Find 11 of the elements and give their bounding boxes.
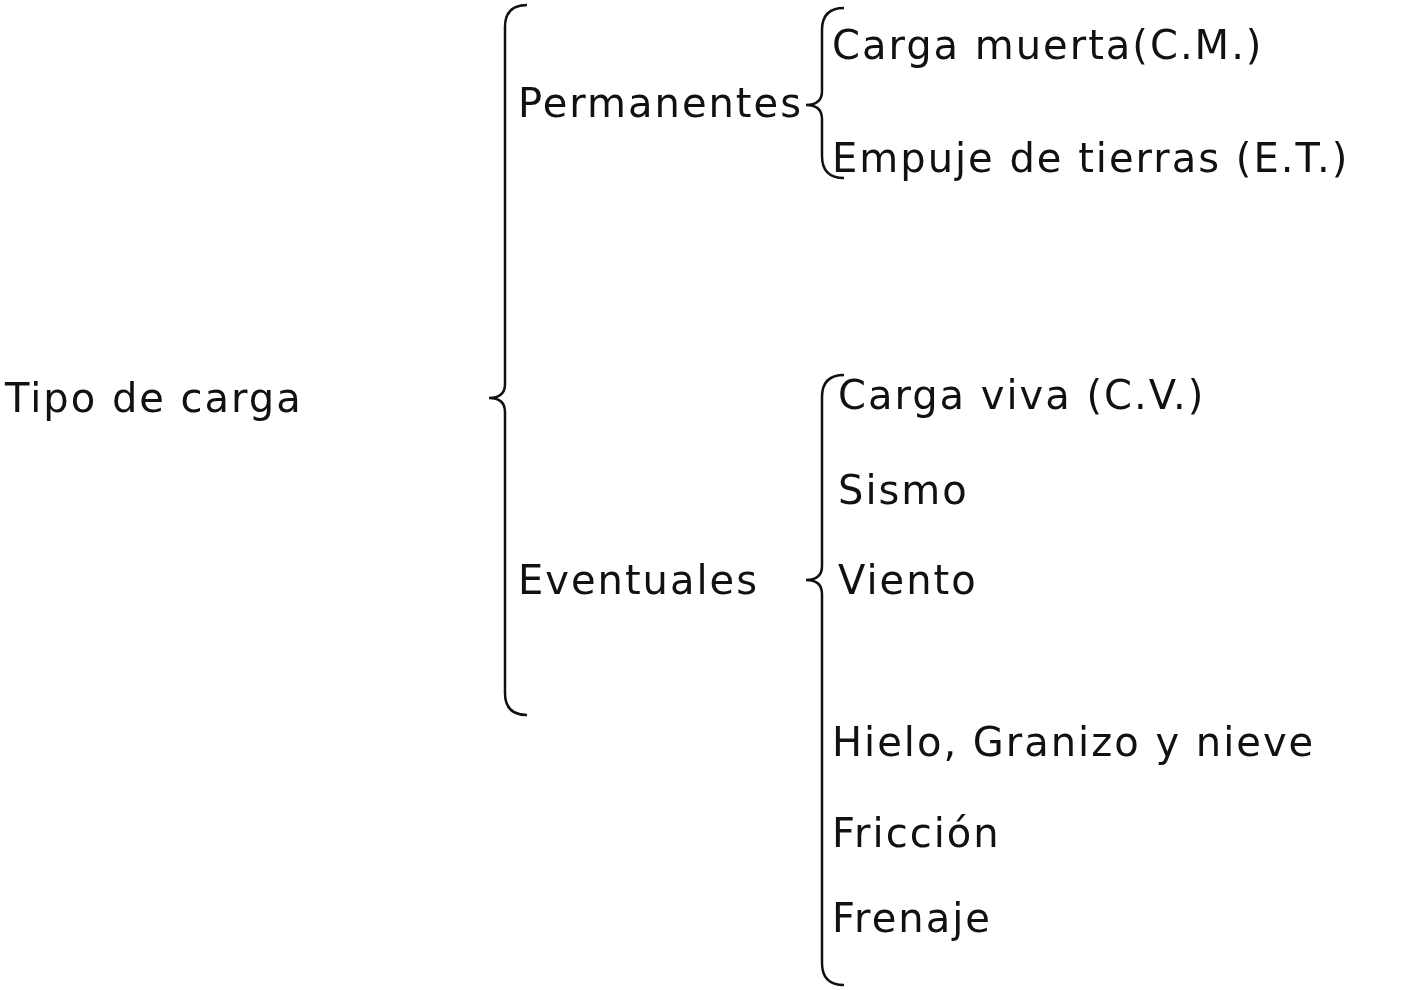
- category-label: Carga viva (C.V.): [838, 371, 1206, 419]
- category-label: Hielo, Granizo y nieve: [832, 718, 1316, 766]
- category-label: Carga muerta(C.M.): [832, 21, 1264, 69]
- category-label: Empuje de tierras (E.T.): [832, 134, 1350, 182]
- category-label: Tipo de carga: [5, 374, 303, 422]
- category-label: Fricción: [832, 809, 1001, 857]
- category-label: Permanentes: [518, 79, 803, 127]
- category-label: Viento: [838, 556, 978, 604]
- category-label: Eventuales: [518, 556, 759, 604]
- category-label: Frenaje: [832, 894, 992, 942]
- category-label: Sismo: [838, 466, 969, 514]
